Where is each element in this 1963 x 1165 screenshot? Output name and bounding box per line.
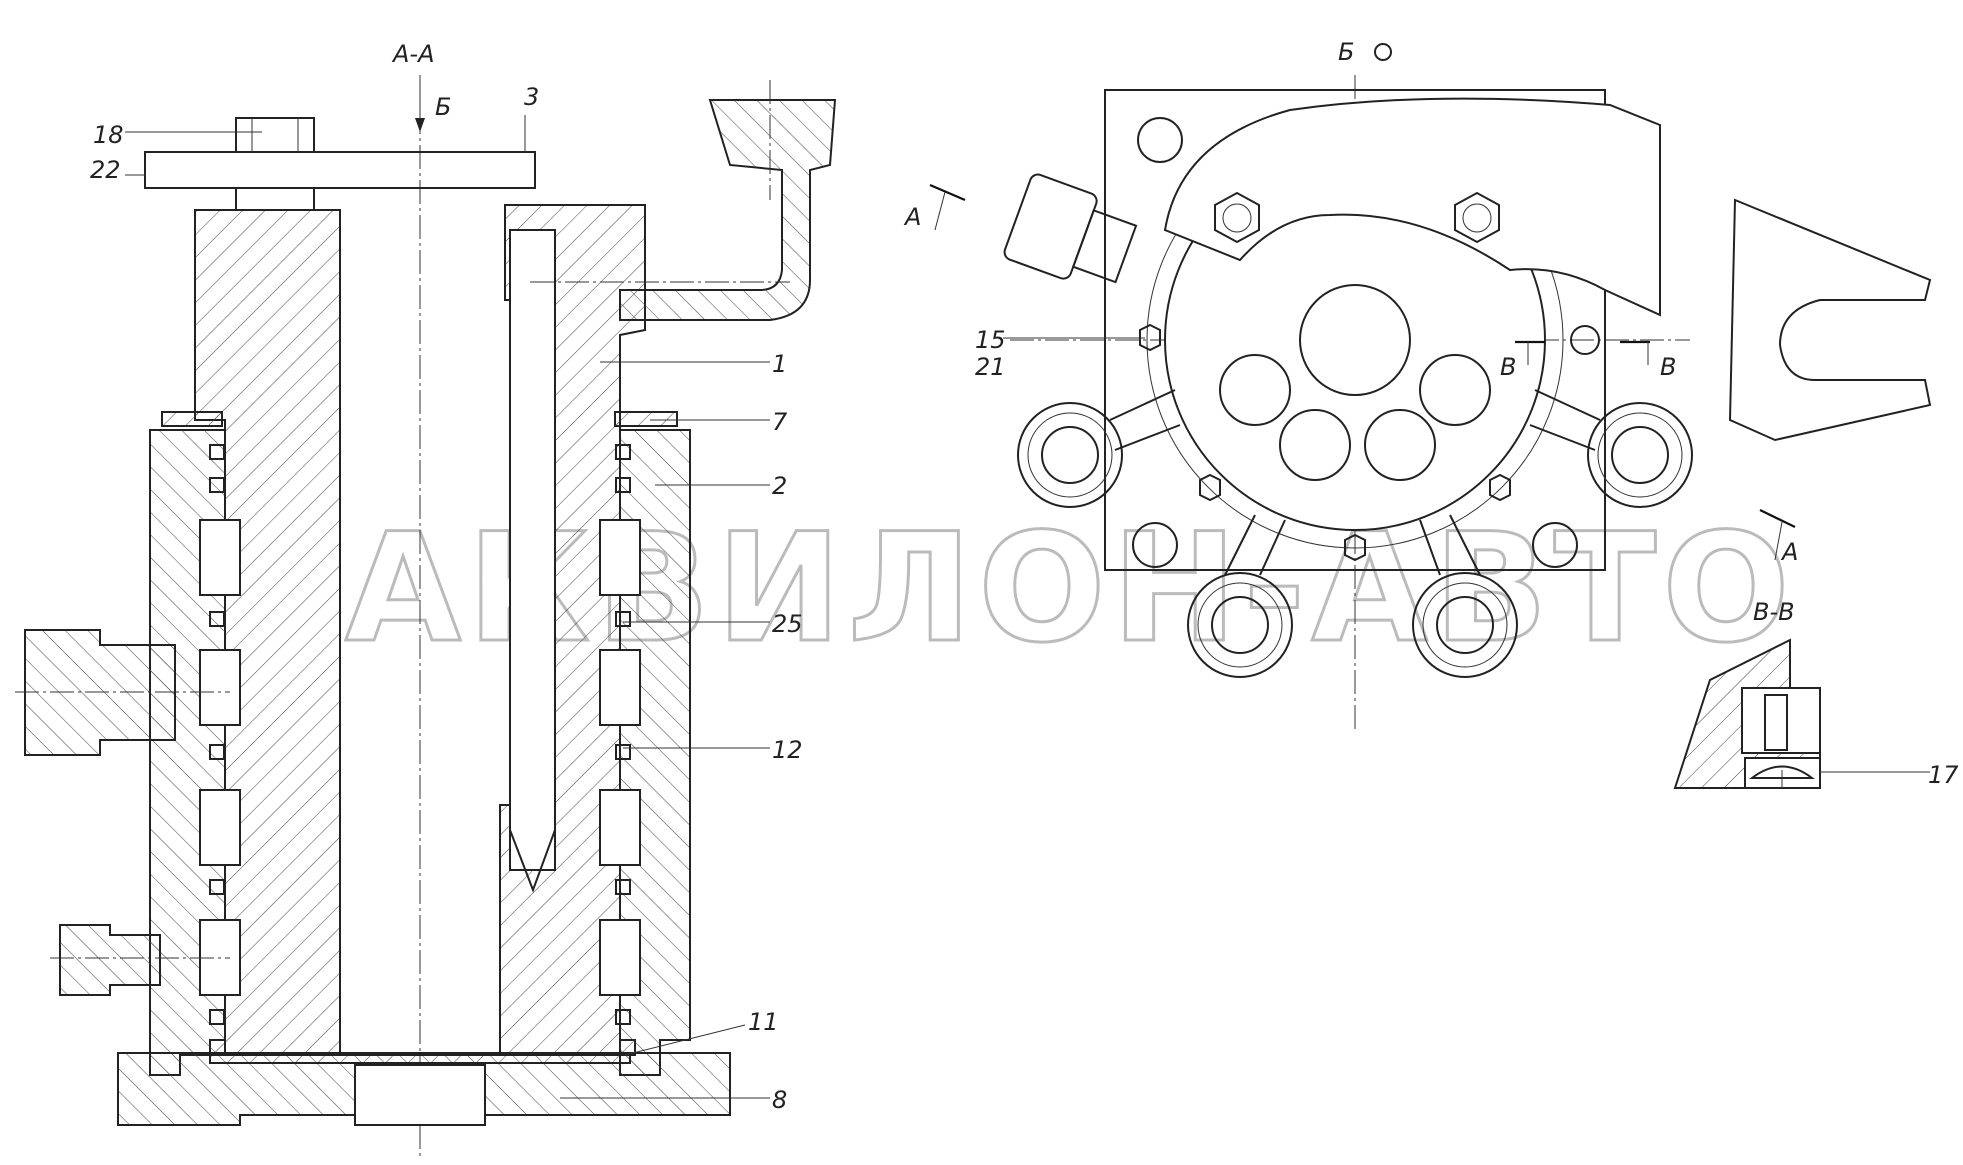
nut-right (1454, 191, 1500, 244)
port-4 (1364, 409, 1436, 481)
callout-18: 18 (93, 121, 124, 149)
side-fitting-lower (59, 924, 161, 996)
section-v-v-title: В-В (1753, 598, 1795, 626)
callout-1: 1 (772, 350, 787, 378)
bolt-part-18 (235, 117, 315, 153)
housing-outline (1104, 89, 1606, 571)
port-2 (1419, 354, 1491, 426)
section-a-a: А-А Б (15, 40, 837, 1160)
cut-v-right-label: В (1660, 353, 1676, 381)
callout-12: 12 (772, 736, 803, 764)
fitting-left (1017, 402, 1123, 508)
nut-left (1214, 191, 1260, 244)
callout-8: 8 (772, 1086, 787, 1114)
callout-7: 7 (772, 408, 788, 436)
callout-17: 17 (1928, 761, 1959, 789)
callout-2: 2 (772, 472, 787, 500)
cut-a-top-label: А (903, 203, 921, 231)
view-b-title: Б (1338, 38, 1354, 66)
port-3 (1279, 409, 1351, 481)
port-1 (1219, 354, 1291, 426)
fork-bracket (1728, 198, 1932, 442)
ring-part-7-left (161, 411, 223, 427)
callout-22: 22 (90, 156, 121, 184)
shim-part-11 (209, 1054, 631, 1064)
elbow-fitting (619, 99, 837, 321)
fitting-right (1587, 402, 1693, 508)
view-b: Б (903, 38, 1932, 730)
clamp-arm (1163, 97, 1661, 317)
callout-15: 15 (975, 326, 1006, 354)
view-b-arrow-label: Б (435, 93, 451, 121)
cut-v-left-label: В (1500, 353, 1516, 381)
section-a-a-title: А-А (391, 40, 435, 68)
fitting-top-left (1003, 173, 1138, 284)
cut-a-bottom-label: А (1780, 538, 1798, 566)
plate-part-3 (144, 151, 536, 189)
callout-11: 11 (748, 1008, 779, 1036)
section-v-v: В-В 17 (1673, 598, 1959, 789)
callout-25: 25 (772, 610, 803, 638)
callout-3: 3 (524, 83, 539, 111)
callout-21: 21 (975, 353, 1006, 381)
seals-right (599, 444, 641, 1025)
fitting-bottom-right (1412, 572, 1518, 678)
fitting-bottom-left (1187, 572, 1293, 678)
ring-part-7-right (614, 411, 678, 427)
